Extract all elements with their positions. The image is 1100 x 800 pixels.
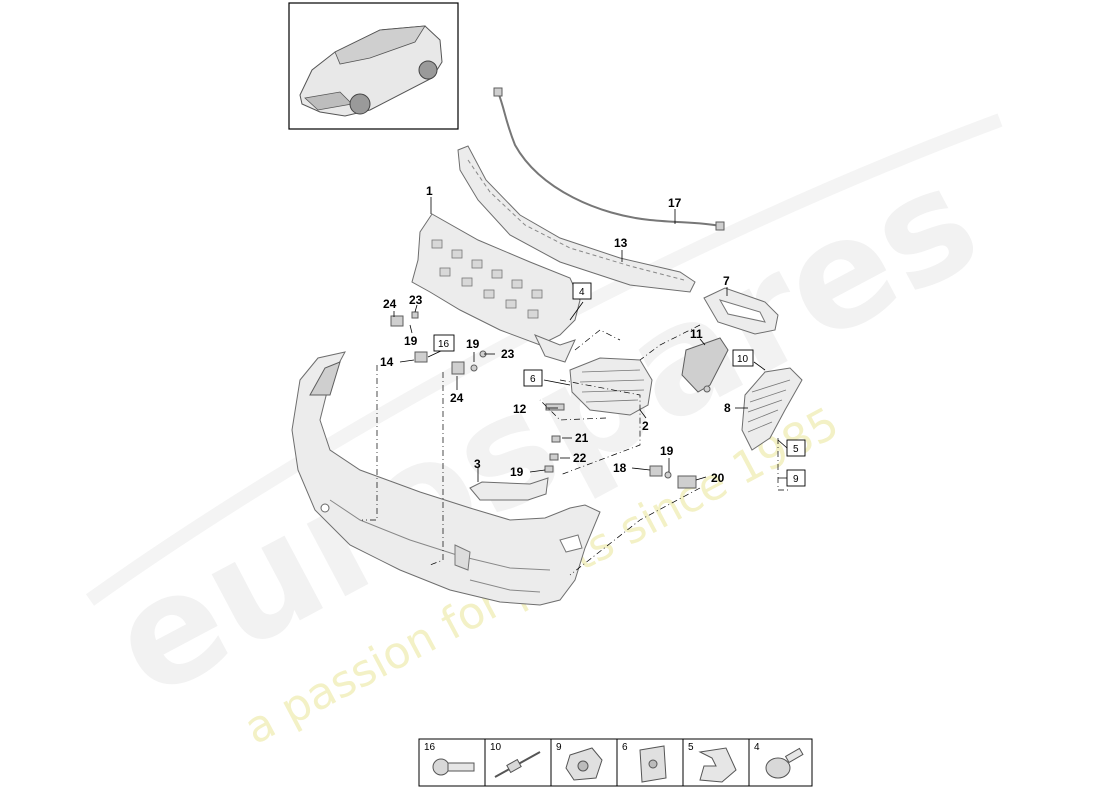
small-parts	[390, 311, 711, 489]
callout-1: 1	[426, 184, 433, 198]
svg-text:6: 6	[530, 374, 536, 385]
part-1-carrier	[411, 213, 581, 363]
leader-lines	[393, 197, 796, 482]
part-8-grille	[741, 367, 803, 451]
boxed-callout-9: 9	[786, 469, 806, 487]
part-17-cable	[493, 87, 725, 231]
legend-item-9: 9	[550, 738, 618, 787]
watermark-brand: eurospares	[85, 133, 1004, 732]
legend-item-6: 6	[616, 738, 684, 787]
boxed-callout-5: 5	[786, 439, 806, 457]
callout-3: 3	[474, 457, 481, 471]
part-7-trim	[703, 287, 779, 335]
plate-nut-icon	[639, 745, 667, 783]
callout-2: 2	[642, 419, 649, 433]
svg-text:16: 16	[438, 339, 450, 350]
legend-item-16: 16	[418, 738, 486, 787]
part-2-grille	[569, 357, 653, 416]
svg-text:4: 4	[579, 287, 585, 298]
callout-19: 19	[510, 465, 524, 479]
washer-screw-icon	[765, 747, 804, 779]
callout-14: 14	[380, 355, 394, 369]
svg-text:9: 9	[793, 474, 799, 485]
legend-item-10: 10	[484, 738, 552, 787]
callout-23: 23	[501, 347, 515, 361]
boxed-callouts: 4 5 6 9 10 16	[433, 282, 806, 487]
callout-8: 8	[724, 401, 731, 415]
legend-item-4: 4	[748, 738, 813, 787]
callout-13: 13	[614, 236, 628, 250]
callout-20: 20	[711, 471, 725, 485]
spring-clip-icon	[698, 747, 737, 783]
callout-24: 24	[450, 391, 464, 405]
boxed-callout-10: 10	[732, 349, 754, 367]
legend-number: 5	[688, 742, 694, 753]
legend-item-5: 5	[682, 738, 750, 787]
callouts: 1 2 3 7 8 11 12 13 14 17 18 19 19 19 19 …	[380, 184, 731, 485]
boxed-callout-16: 16	[433, 334, 455, 352]
bumper-cover	[291, 351, 601, 606]
callout-22: 22	[573, 451, 587, 465]
callout-24: 24	[383, 297, 397, 311]
part-13-absorber	[457, 145, 696, 293]
legend-number: 10	[490, 742, 502, 753]
callout-17: 17	[668, 196, 682, 210]
clip-nut-icon	[565, 747, 603, 781]
bolt-icon	[432, 758, 475, 776]
boxed-callout-4: 4	[572, 282, 592, 300]
boxed-callout-6: 6	[523, 369, 543, 387]
rivet-icon	[494, 751, 541, 778]
vehicle-thumbnail	[288, 2, 459, 130]
legend-number: 4	[754, 742, 760, 753]
callout-21: 21	[575, 431, 589, 445]
fastener-legend: 16 10 9 6	[418, 738, 813, 787]
legend-number: 9	[556, 742, 562, 753]
part-3-trim-strip	[469, 477, 549, 501]
callout-11: 11	[690, 327, 703, 341]
callout-12: 12	[513, 402, 527, 416]
watermark: eurospares a passion for parts since 198…	[85, 113, 1004, 755]
callout-23: 23	[409, 293, 423, 307]
svg-text:10: 10	[737, 354, 749, 365]
callout-19: 19	[404, 334, 418, 348]
callout-19: 19	[466, 337, 480, 351]
assembly-lines	[362, 324, 790, 576]
callout-7: 7	[723, 274, 730, 288]
legend-number: 6	[622, 742, 628, 753]
callout-18: 18	[613, 461, 627, 475]
legend-number: 16	[424, 742, 436, 753]
part-11-bracket	[681, 337, 729, 393]
svg-text:5: 5	[793, 444, 799, 455]
callout-19: 19	[660, 444, 674, 458]
